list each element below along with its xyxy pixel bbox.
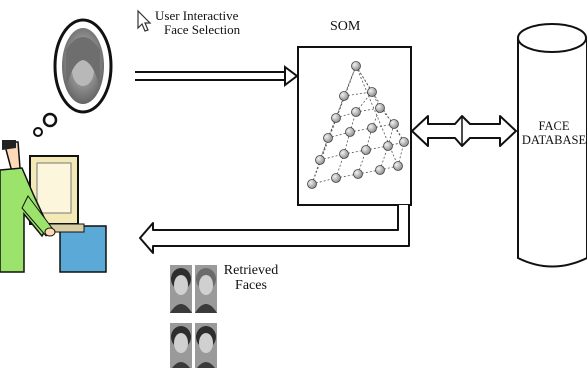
retrieved-face-thumbnail [170,265,192,313]
thought-bubble-icon [33,18,113,137]
arrow-som-to-user [139,205,410,254]
som-node [307,179,317,189]
som-node [383,141,393,151]
arrow-user-to-som [135,65,299,87]
database-cylinder-icon [517,23,587,268]
som-node [351,61,361,71]
som-node [375,103,385,113]
som-node [345,127,355,137]
retrieved-faces-label: Retrieved Faces [223,263,279,294]
retrieved-faces [170,265,217,371]
user-at-computer-icon [0,140,107,273]
retrieved-face-thumbnail [170,323,192,371]
som-node [339,91,349,101]
som-node [315,155,325,165]
som-node [351,107,361,117]
som-node [331,173,341,183]
som-node [353,169,363,179]
som-label: SOM [330,19,361,34]
interactive-selection-label: User Interactive Face Selection [155,8,241,38]
som-node [361,145,371,155]
som-node [389,119,399,129]
som-node [399,137,409,147]
retrieved-face-thumbnail [195,323,217,371]
som-node [331,113,341,123]
som-node [367,87,377,97]
arrow-som-database [411,115,517,147]
som-node [367,123,377,133]
mouse-pointer-icon [137,9,152,32]
som-node [375,165,385,175]
som-node [393,161,403,171]
database-label: FACE DATABASE [521,119,587,147]
som-pyramid-network-icon [307,61,409,189]
retrieved-face-thumbnail [195,265,217,313]
som-node [339,149,349,159]
som-node [323,133,333,143]
